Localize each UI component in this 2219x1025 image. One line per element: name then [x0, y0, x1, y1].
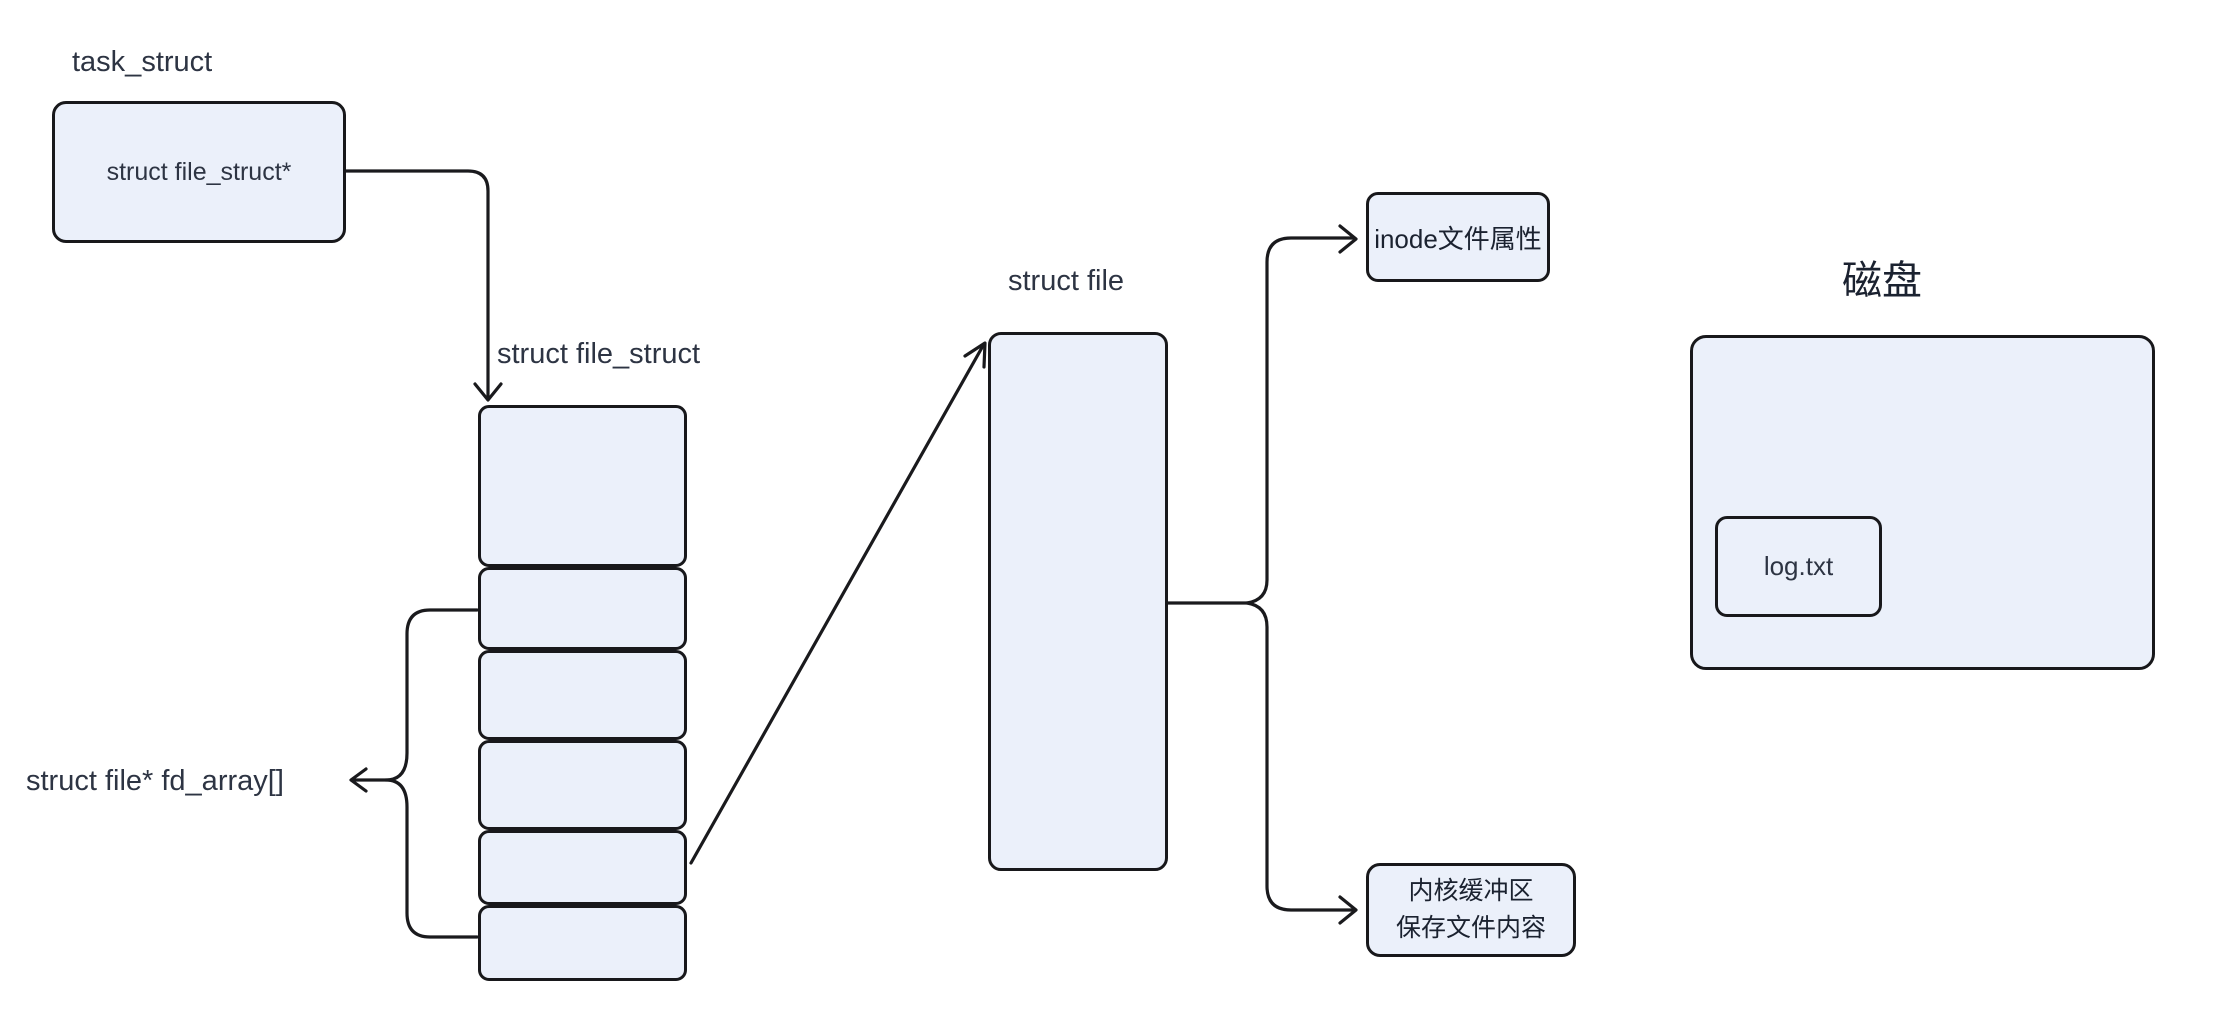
- arrow-slot-to-struct-file: [689, 342, 986, 865]
- log-file-text: log.txt: [1763, 551, 1834, 581]
- arrowhead-left-icon: [349, 767, 368, 793]
- fd-array-slot: [478, 905, 687, 981]
- fd-array-slot: [478, 405, 687, 567]
- fd-array-slot: [478, 567, 687, 650]
- box-log-file: log.txt: [1715, 516, 1882, 617]
- box-kernel-buffer: 内核缓冲区 保存文件内容: [1366, 863, 1576, 957]
- kernel-buffer-line1: 内核缓冲区: [1408, 877, 1534, 905]
- file-struct-pointer-text: struct file_struct*: [106, 157, 292, 186]
- label-task-struct: task_struct: [72, 46, 213, 78]
- label-fd-array: struct file* fd_array[]: [26, 765, 284, 797]
- inode-text: inode文件属性: [1374, 223, 1542, 254]
- fd-array-slot: [478, 650, 687, 740]
- fd-array-slot: [478, 740, 687, 830]
- label-struct-file: struct file: [1008, 265, 1125, 297]
- connector-struct-file-branch: [1245, 236, 1355, 912]
- box-disk: [1690, 335, 2155, 670]
- kernel-buffer-line2: 保存文件内容: [1395, 914, 1546, 942]
- label-file-struct: struct file_struct: [497, 338, 701, 370]
- box-file-struct-pointer: struct file_struct*: [52, 101, 346, 243]
- arrowhead-to-inode-icon: [1338, 224, 1358, 254]
- box-inode: inode文件属性: [1366, 192, 1550, 282]
- fd-array-slot: [478, 830, 687, 905]
- arrowhead-diagonal-icon: [963, 341, 987, 369]
- arrow-task-to-file-struct: [344, 169, 490, 399]
- box-struct-file: [988, 332, 1168, 871]
- fd-array-brace: [384, 608, 479, 939]
- arrowhead-down-icon: [473, 382, 503, 402]
- arrowhead-to-kernel-buffer-icon: [1338, 895, 1358, 925]
- label-disk: 磁盘: [1842, 259, 1922, 303]
